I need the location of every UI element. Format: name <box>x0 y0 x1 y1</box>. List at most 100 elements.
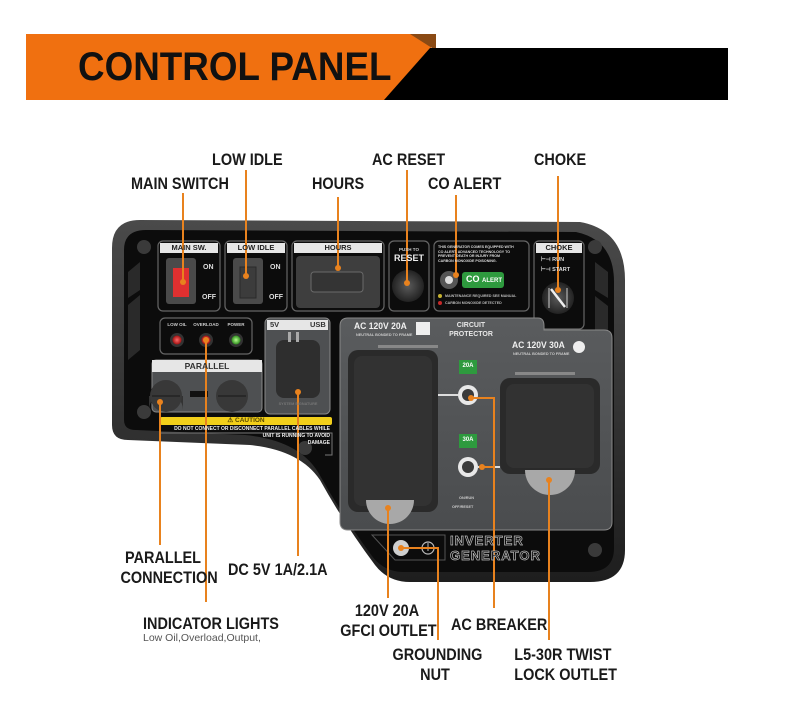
usb-port-cover[interactable] <box>276 340 320 398</box>
left-vent <box>128 262 140 298</box>
choke-panel-label: CHOKE <box>545 243 573 252</box>
screw <box>588 240 602 254</box>
gfci-cover-tab[interactable] <box>366 500 414 524</box>
brand-line: GENERATOR <box>450 548 541 564</box>
co-badge-main: CO <box>466 274 480 284</box>
warning-icon: ⚠ <box>227 417 236 424</box>
callout-choke: CHOKE <box>534 150 587 169</box>
indicator-label-low-oil: LOW OIL <box>167 322 187 327</box>
circuit-protector-line: PROTECTOR <box>449 331 493 338</box>
caution-title-text: CAUTION <box>235 417 265 424</box>
co-alert-badge <box>462 272 504 288</box>
parallel-panel-label: PARALLEL <box>184 361 230 371</box>
callout-grounding-nut: GROUNDING NUT <box>392 645 483 685</box>
co-badge-sub: ALERT <box>482 278 503 284</box>
circuit-protector-line: CIRCUIT <box>456 322 486 329</box>
low-idle-rocker[interactable] <box>239 266 257 299</box>
main-switch-panel-label: MAIN SW. <box>171 243 207 252</box>
page-title: CONTROL PANEL <box>78 45 392 89</box>
callout-dots <box>157 265 561 551</box>
usb-5v-label: 5V <box>270 320 280 329</box>
low-idle-label-bg <box>227 243 285 253</box>
usb-cover-strap <box>288 332 291 342</box>
hours-panel-label: HOURS <box>324 243 352 252</box>
callout-gfci-outlet: 120V 20A GFCI OUTLET <box>340 601 437 641</box>
co-legend-yellow-dot <box>438 294 442 298</box>
callout-line: GFCI OUTLET <box>340 621 437 640</box>
reset-panel-label: RESET <box>393 253 424 263</box>
choke-run-text: RUN <box>552 257 565 263</box>
reset-top-label: PUSH TO <box>399 247 419 252</box>
main-switch-off-label: OFF <box>202 294 216 301</box>
callout-line: PARALLEL <box>125 548 201 567</box>
breaker-30a-label: 30A <box>462 437 474 443</box>
co-legend-detected: CARBON MONOXIDE DETECTED <box>445 301 502 305</box>
callout-line: CONNECTION <box>120 568 218 587</box>
screw <box>298 441 312 455</box>
brand-line: INVERTER <box>450 533 524 549</box>
ac-30a-label: AC 120V 30A <box>512 340 565 351</box>
choke-knob-pointer <box>550 288 566 308</box>
screw <box>137 240 151 254</box>
run-icon: ⊢⊣ <box>541 257 553 263</box>
co-legend-red-dot <box>438 301 442 305</box>
indicator-label-overload: OVERLOAD <box>193 322 219 327</box>
breaker-20a-tag <box>459 360 477 374</box>
main-switch-label-bg <box>160 243 218 253</box>
power-led <box>231 335 241 345</box>
callout-hours: HOURS <box>312 174 365 193</box>
ac-reset-button[interactable] <box>392 270 424 302</box>
callout-indicator-lights: INDICATOR LIGHTS <box>143 614 279 633</box>
breaker-20a-label: 20A <box>462 363 474 369</box>
parallel-symbol <box>190 391 208 397</box>
main-switch-box <box>157 240 221 312</box>
caution-line: DAMAGE <box>307 440 330 446</box>
ac-30a-sub: NEUTRAL BONDED TO FRAME <box>513 352 570 356</box>
twist-lock-cover-inner <box>506 384 594 468</box>
banner-fold <box>410 34 436 48</box>
callout-dc-usb: DC 5V 1A/2.1A <box>228 560 328 579</box>
left-vent <box>128 295 140 360</box>
co-notice-line: CO ALERT, ADVANCED TECHNOLOGY TO <box>438 249 511 254</box>
callout-line: 120V 20A <box>354 601 420 620</box>
outlet-30a-symbol <box>573 341 585 353</box>
choke-run-label: ⊢⊣ RUN <box>541 257 564 263</box>
circuit-protector-label: CIRCUIT PROTECTOR <box>444 321 498 339</box>
gfci-outlet-cover-inner <box>354 356 432 506</box>
banner-orange <box>26 34 431 100</box>
callout-twist-lock: L5-30R TWIST LOCK OUTLET <box>514 645 617 685</box>
choke-start-label: ⊢⊣ START <box>541 267 570 273</box>
co-alert-light-center <box>445 276 453 284</box>
choke-start-text: START <box>552 267 571 273</box>
low-idle-on-label: ON <box>270 264 281 271</box>
usb-label-bg <box>267 320 328 330</box>
co-notice-line: THIS GENERATOR COMES EQUIPPED WITH <box>438 245 514 249</box>
low-idle-off-label: OFF <box>269 294 283 301</box>
off-reset-label: OFF/RESET <box>452 505 474 509</box>
header-banner <box>26 34 728 100</box>
caution-title: ⚠ CAUTION <box>160 417 332 425</box>
usb-label: USB <box>310 320 326 329</box>
breaker-30a-tag <box>459 434 477 448</box>
co-badge-text: CO ALERT <box>466 274 502 284</box>
low-idle-box <box>224 240 288 312</box>
co-legend-maintenance: MAINTENANCE REQUIRED SEE MANUAL <box>445 294 517 298</box>
callout-line: L5-30R TWIST <box>514 645 612 664</box>
breaker-30a-center <box>462 461 474 473</box>
reset-box <box>388 240 430 312</box>
callout-parallel-connection: PARALLEL CONNECTION <box>120 548 218 588</box>
callout-indicator-lights-sub: Low Oil,Overload,Output, <box>143 632 261 644</box>
hours-display <box>310 271 364 293</box>
callout-line: NUT <box>420 665 450 684</box>
usb-bottom-label: SYSTEM SIGNATURE <box>278 402 318 406</box>
banner-black <box>384 48 728 100</box>
start-icon: ⊢⊣ <box>541 267 553 273</box>
caution-line: UNIT IS RUNNING TO AVOID <box>262 433 330 439</box>
co-notice-line: CARBON MONOXIDE POISONING. <box>438 258 497 263</box>
callout-co-alert: CO ALERT <box>428 174 502 193</box>
right-vent <box>595 262 608 298</box>
outlet-strap <box>378 345 438 348</box>
low-oil-led <box>172 335 182 345</box>
callout-main-switch: MAIN SWITCH <box>131 174 229 193</box>
callout-line: GROUNDING <box>392 645 483 664</box>
